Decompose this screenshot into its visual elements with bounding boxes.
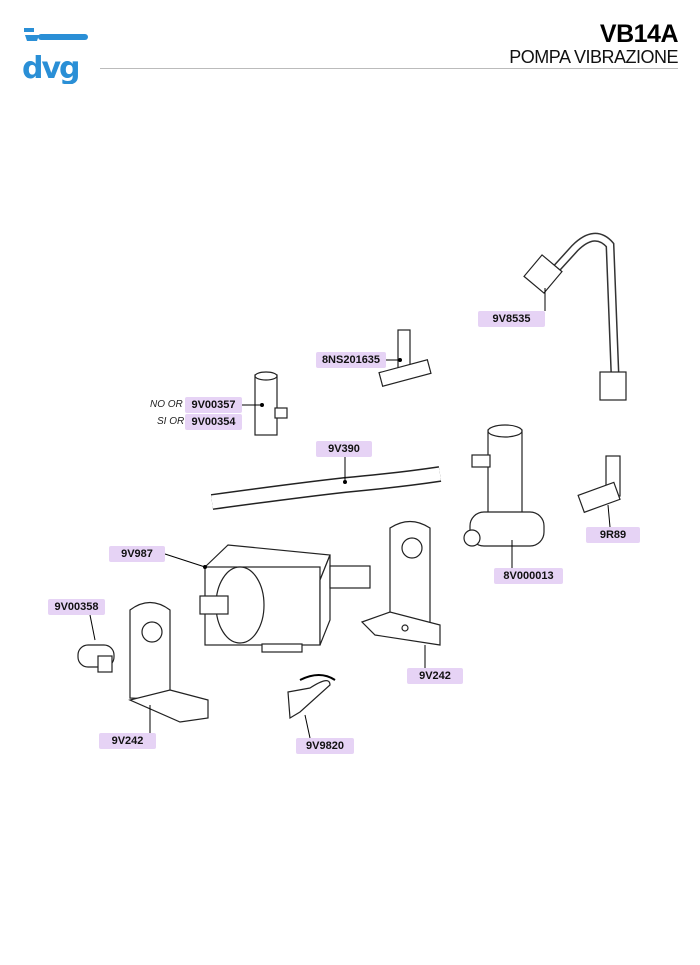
part-label-9v242-left[interactable]: 9V242	[99, 733, 156, 749]
part-label-9v00354[interactable]: 9V00354	[185, 414, 242, 430]
page-title: VB14A	[599, 20, 679, 48]
hose-drawing	[210, 466, 442, 510]
part-prefix-no-or: NO OR	[150, 399, 183, 410]
elbow-fitting-drawing	[577, 455, 621, 514]
part-prefix-si-or: SI OR	[157, 416, 185, 427]
valve-body-drawing	[254, 371, 288, 436]
inlet-connector-drawing	[77, 644, 115, 673]
dvg-logo: dvg	[22, 28, 88, 84]
part-label-9v987[interactable]: 9V987	[109, 546, 165, 562]
clip-drawing	[287, 674, 336, 720]
header-divider	[100, 68, 678, 69]
svg-text:dvg: dvg	[22, 51, 79, 84]
pump-outlet-drawing	[463, 424, 545, 547]
part-label-8v000013[interactable]: 8V000013	[494, 568, 563, 584]
part-label-9v8535[interactable]: 9V8535	[478, 311, 545, 327]
bent-pipe-drawing	[523, 232, 627, 401]
page-subtitle: POMPA VIBRAZIONE	[509, 47, 678, 67]
part-label-8ns201635[interactable]: 8NS201635	[316, 352, 386, 368]
tee-fitting-drawing	[378, 329, 432, 387]
part-label-9r89[interactable]: 9R89	[586, 527, 640, 543]
part-label-9v242-right[interactable]: 9V242	[407, 668, 463, 684]
part-label-9v9820[interactable]: 9V9820	[296, 738, 354, 754]
part-label-9v390[interactable]: 9V390	[316, 441, 372, 457]
bracket-right-drawing	[360, 520, 441, 646]
bracket-left-drawing	[128, 601, 209, 723]
vibration-pump-drawing	[199, 544, 371, 653]
leader-lines	[89, 288, 611, 739]
part-label-9v00358[interactable]: 9V00358	[48, 599, 105, 615]
part-label-9v00357[interactable]: 9V00357	[185, 397, 242, 413]
